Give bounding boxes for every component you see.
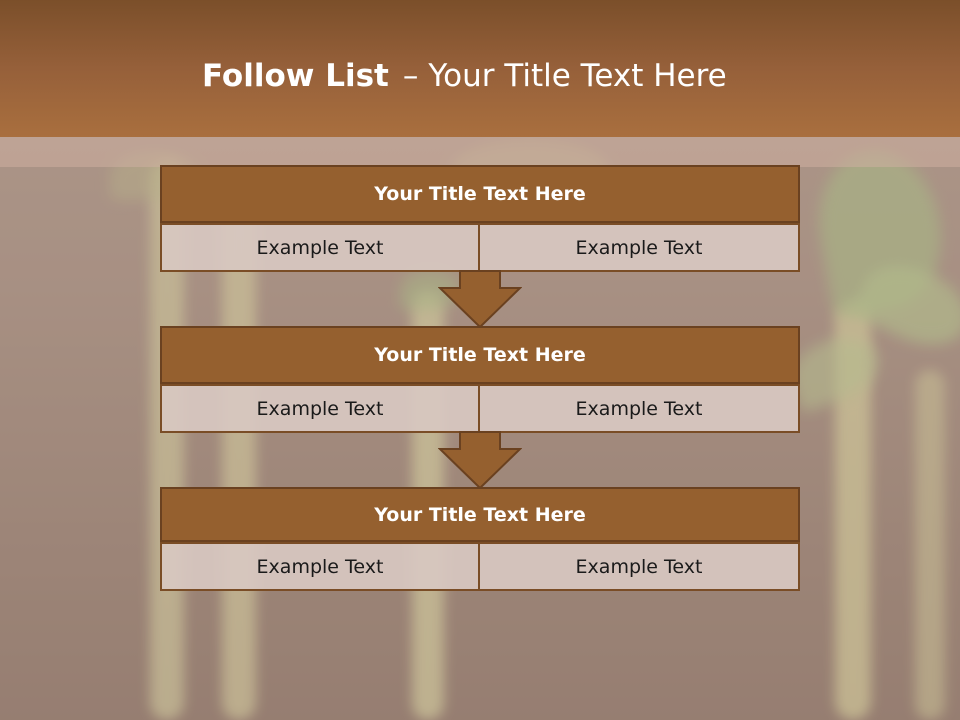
down-arrow-icon [438, 270, 522, 328]
seedling-stem [915, 370, 945, 720]
slide-title-rest: Your Title Text Here [428, 58, 727, 94]
block-cell-right[interactable]: Example Text [480, 223, 800, 272]
slide-title-dash: – [402, 58, 419, 94]
block-cell-left[interactable]: Example Text [160, 223, 480, 272]
block-cell-left[interactable]: Example Text [160, 384, 480, 433]
slide-title-bold: Follow List [202, 58, 389, 94]
down-arrow-icon [438, 431, 522, 489]
block-cell-right[interactable]: Example Text [480, 542, 800, 591]
block-cell-right[interactable]: Example Text [480, 384, 800, 433]
slide-title: Follow List–Your Title Text Here [202, 56, 727, 96]
block-cell-left[interactable]: Example Text [160, 542, 480, 591]
seedling-stem [222, 200, 256, 720]
block-title[interactable]: Your Title Text Here [160, 326, 800, 384]
title-bar: Follow List–Your Title Text Here [0, 0, 960, 137]
block-title[interactable]: Your Title Text Here [160, 165, 800, 223]
header-strip [0, 137, 960, 167]
block-title[interactable]: Your Title Text Here [160, 487, 800, 542]
